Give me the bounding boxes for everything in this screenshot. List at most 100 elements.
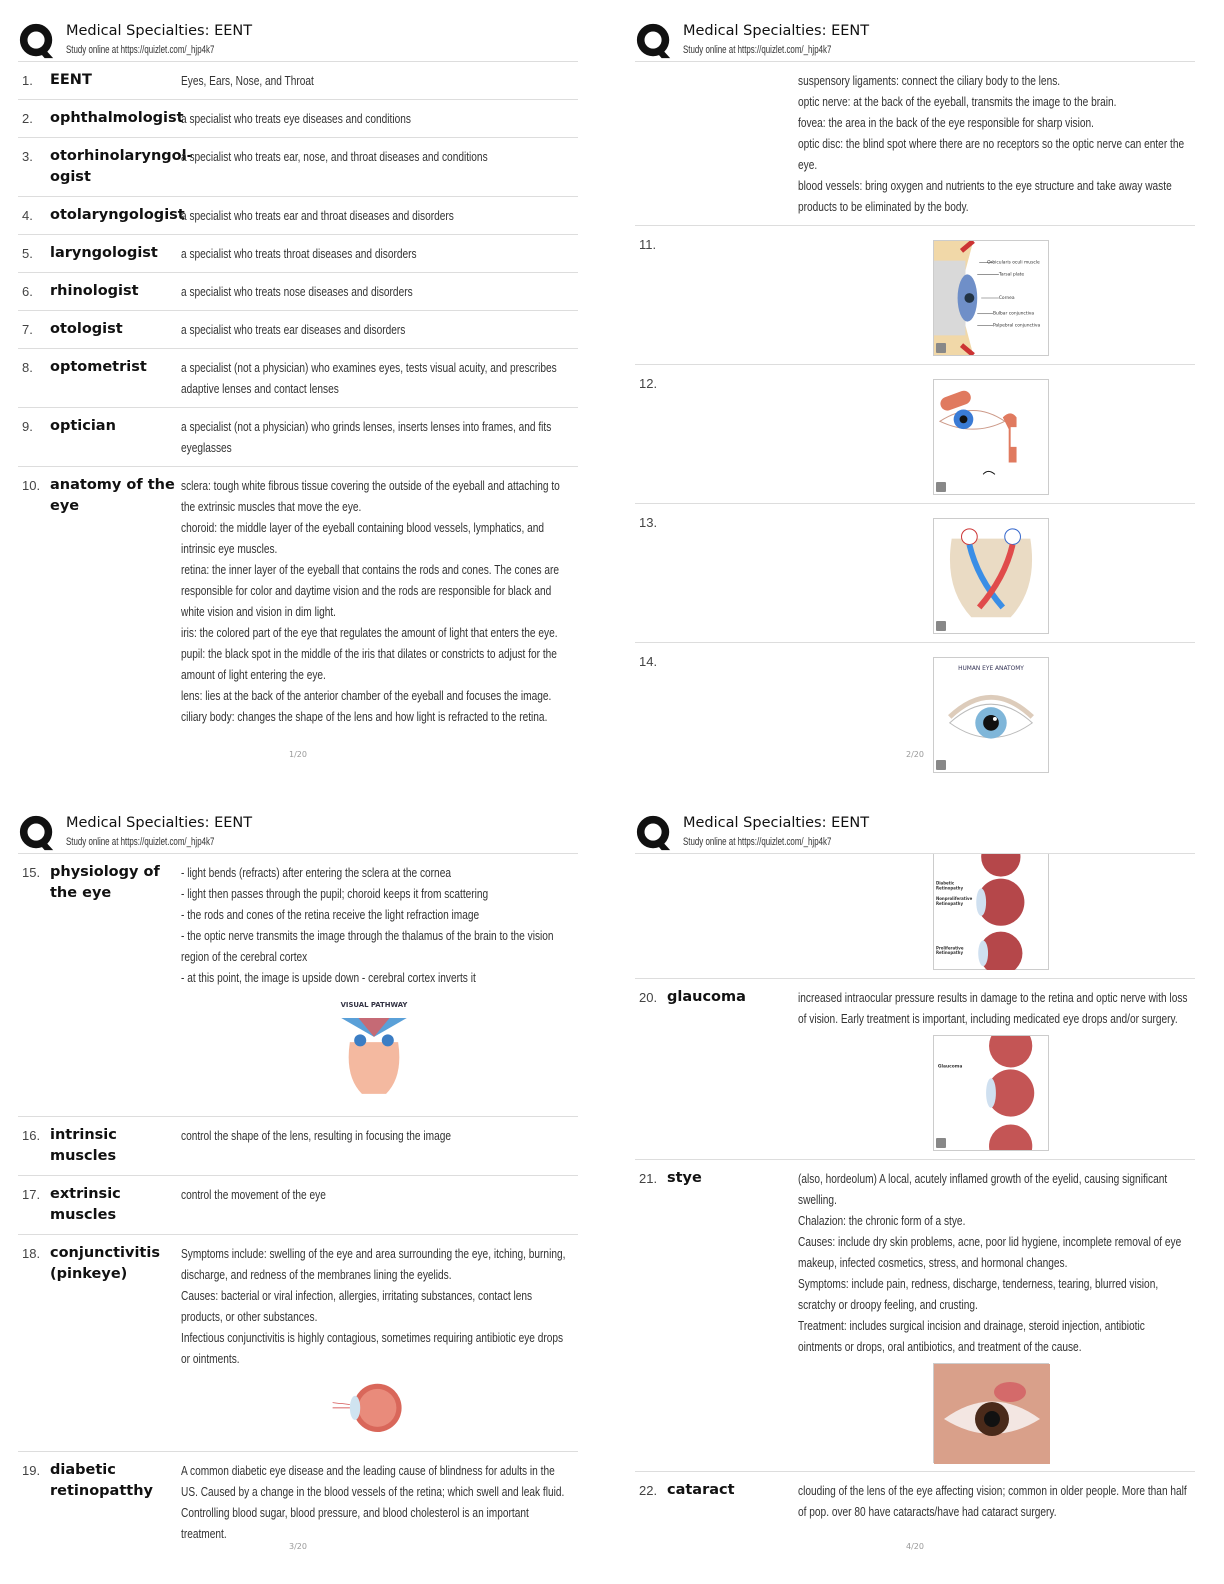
term-label: otorhinolaryngol-ogist: [50, 148, 193, 185]
svg-text:Retinopathy: Retinopathy: [935, 885, 963, 890]
definition-line: pupil: the black spot in the middle of t…: [181, 646, 557, 682]
page-number: 3/20: [289, 1542, 307, 1551]
zoom-icon[interactable]: [935, 343, 946, 353]
term-definition: a specialist who treats nose diseases an…: [181, 281, 574, 302]
definition-line: - the rods and cones of the retina recei…: [181, 907, 480, 922]
optic-chiasm-image[interactable]: [932, 518, 1049, 634]
definition-line: a specialist who treats nose diseases an…: [181, 284, 413, 299]
zoom-icon[interactable]: [935, 1138, 946, 1148]
page-1: Medical Specialties: EENT Study online at…: [18, 18, 578, 759]
term-row: 16. intrinsic muscles control the shape of…: [18, 1117, 578, 1176]
definition-line: A common diabetic eye disease and the le…: [181, 1463, 565, 1541]
term-definition: sclera: tough white fibrous tissue cover…: [181, 475, 574, 727]
term-number: 17.: [22, 1187, 41, 1202]
definition-line: optic nerve: at the back of the eyeball,…: [798, 94, 1117, 109]
term-number: 5.: [22, 246, 33, 261]
svg-text:Glaucoma: Glaucoma: [937, 1063, 961, 1069]
definition-line: a specialist (not a physician) who exami…: [181, 360, 557, 396]
term-number: 20.: [639, 990, 658, 1005]
term-label: [667, 373, 798, 495]
term-definition: Eyes, Ears, Nose, and Throat: [181, 70, 574, 91]
definition-line: control the movement of the eye: [181, 1187, 326, 1202]
term-definition: a specialist who treats ear, nose, and t…: [181, 146, 574, 188]
term-label: optometrist: [50, 359, 147, 375]
term-number: 22.: [639, 1483, 658, 1498]
human-eye-anatomy-image[interactable]: HUMAN EYE ANATOMY: [932, 657, 1049, 773]
zoom-icon[interactable]: [935, 621, 946, 631]
definition-line: Eyes, Ears, Nose, and Throat: [181, 73, 314, 88]
page-title: Medical Specialties: EENT: [683, 815, 870, 831]
term-number: 10.: [22, 478, 41, 493]
definition-line: ciliary body: changes the shape of the l…: [181, 709, 548, 724]
definition-line: Symptoms include: swelling of the eye an…: [181, 1246, 566, 1282]
term-label: otolaryngologist: [50, 207, 185, 223]
term-definition: a specialist (not a physician) who exami…: [181, 357, 574, 399]
term-number: 15.: [22, 865, 41, 880]
definition-line: lens: lies at the back of the anterior c…: [181, 688, 552, 703]
definition-line: fovea: the area in the back of the eye r…: [798, 115, 1094, 130]
study-online-link[interactable]: Study online at https://quizlet.com/_hjp…: [66, 836, 215, 848]
svg-text:Diabetic: Diabetic: [935, 880, 954, 885]
term-definition: a specialist who treats ear diseases and…: [181, 319, 574, 340]
zoom-icon[interactable]: [935, 482, 946, 492]
study-online-link[interactable]: Study online at https://quizlet.com/_hjp…: [66, 44, 215, 56]
definition-line: suspensory ligaments: connect the ciliar…: [798, 73, 1061, 88]
page-number: 2/20: [906, 750, 924, 759]
term-number: 18.: [22, 1246, 41, 1261]
stye-photo-image[interactable]: [932, 1363, 1050, 1464]
quizlet-logo-icon: [635, 22, 673, 60]
definition-line: - at this point, the image is upside dow…: [181, 970, 476, 985]
term-number: 11.: [639, 237, 657, 252]
term-number: 6.: [22, 284, 33, 299]
term-label: anatomy of the eye: [50, 477, 175, 514]
term-label: stye: [667, 1170, 702, 1186]
page-number: 4/20: [906, 1542, 924, 1551]
term-definition: control the shape of the lens, resulting…: [181, 1125, 574, 1167]
quizlet-logo-icon: [18, 814, 56, 852]
term-number: 3.: [22, 149, 33, 164]
term-definition: a specialist who treats eye diseases and…: [181, 108, 574, 129]
lacrimal-apparatus-image[interactable]: [932, 379, 1049, 495]
term-number: 19.: [22, 1463, 41, 1478]
term-number: 16.: [22, 1128, 41, 1143]
term-number: 9.: [22, 419, 33, 434]
term-number: 2.: [22, 111, 33, 126]
page-title: Medical Specialties: EENT: [66, 23, 253, 39]
svg-text:HUMAN EYE ANATOMY: HUMAN EYE ANATOMY: [958, 666, 1024, 672]
glaucoma-image[interactable]: Glaucoma: [932, 1024, 1049, 1168]
quizlet-logo-icon: [635, 814, 673, 852]
study-online-link[interactable]: Study online at https://quizlet.com/_hjp…: [683, 44, 832, 56]
term-label: [667, 234, 798, 356]
term-label: laryngologist: [50, 245, 158, 261]
zoom-icon[interactable]: [935, 760, 946, 770]
definition-line: a specialist who treats ear diseases and…: [181, 322, 406, 337]
term-label: intrinsic muscles: [50, 1127, 117, 1164]
visual-pathway-image[interactable]: VISUAL PATHWAY: [177, 994, 570, 1108]
quizlet-logo-icon: [18, 22, 56, 60]
term-number: 13.: [639, 515, 658, 530]
term-label: ophthalmologist: [50, 110, 184, 126]
term-number: 21.: [639, 1171, 658, 1186]
eyeball-conjunctiva-image[interactable]: [177, 1375, 570, 1443]
term-row: 21.stye(also, hordeolum) A local, acutel…: [635, 1160, 1195, 1472]
terms-list: 15.physiology of the eye- light bends (r…: [18, 854, 578, 1552]
study-online-link[interactable]: Study online at https://quizlet.com/_hjp…: [683, 836, 832, 848]
definition-line: - light bends (refracts) after entering …: [181, 865, 451, 880]
